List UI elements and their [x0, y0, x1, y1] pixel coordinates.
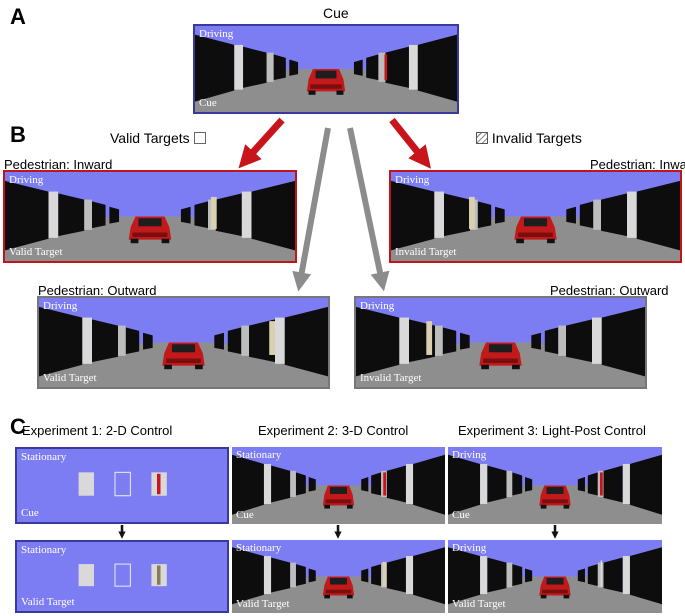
cue-title: Cue	[323, 5, 349, 21]
scene-top-label: Driving	[360, 300, 395, 312]
scene-bottom-label: Valid Target	[236, 598, 290, 610]
exp2-target-scene: Stationary Valid Target	[232, 540, 445, 613]
scene-top-label: Driving	[43, 300, 78, 312]
pedestrian-figure	[157, 565, 161, 585]
scene-top-label: Stationary	[21, 544, 67, 556]
road-scene-image	[195, 26, 457, 112]
scene-bottom-label: Valid Target	[9, 246, 63, 258]
red-cue-bar	[157, 473, 161, 495]
experiment-title: Experiment 1: 2-D Control	[22, 423, 173, 438]
red-cue-bar	[383, 472, 387, 496]
pedestrian-figure	[210, 196, 217, 229]
scene-caption: Pedestrian: Outward	[38, 283, 157, 298]
exp2-cue-scene: Stationary Cue	[232, 447, 445, 524]
scene-bottom-label: Cue	[236, 509, 254, 521]
exp1-target-scene: Stationary Valid Target	[15, 540, 229, 613]
scene-bottom-label: Cue	[21, 507, 39, 519]
scene-caption: Pedestrian: Inward	[590, 157, 685, 172]
experiment-title: Experiment 2: 3-D Control	[258, 423, 409, 438]
scene-top-label: Driving	[452, 542, 487, 554]
scene-top-label: Driving	[9, 174, 44, 186]
scene-caption: Pedestrian: Outward	[550, 283, 669, 298]
valid-outward-scene: Driving Valid Target	[37, 296, 330, 389]
legend-invalid-label: Invalid Targets	[491, 130, 582, 146]
experiment-title: Experiment 3: Light-Post Control	[458, 423, 646, 438]
empty-square-icon	[193, 132, 206, 144]
exp3-target-scene: Driving Valid Target	[448, 540, 662, 613]
arrow-valid-inward	[238, 117, 285, 169]
scene-bottom-label: Cue	[199, 97, 217, 109]
scene-bottom-label: Cue	[452, 509, 470, 521]
exp3-cue-scene: Driving Cue	[448, 447, 662, 524]
hatched-square-icon	[476, 132, 488, 144]
legend-valid: Valid Targets	[110, 130, 206, 146]
scene-caption: Pedestrian: Inward	[4, 157, 113, 172]
panel-label-a: A	[10, 4, 26, 29]
scene-top-label: Stationary	[21, 451, 67, 463]
pedestrian-figure	[469, 196, 475, 229]
invalid-outward-scene: Driving Invalid Target	[354, 296, 647, 389]
scene-top-label: Stationary	[236, 542, 282, 554]
scene-top-label: Driving	[452, 449, 487, 461]
legend-valid-label: Valid Targets	[110, 130, 190, 146]
pedestrian-figure	[269, 321, 276, 355]
panel-label-c: C	[10, 414, 26, 439]
scene-bottom-label: Valid Target	[452, 598, 506, 610]
arrow-invalid-outward	[347, 127, 390, 292]
pedestrian-figure	[426, 321, 433, 355]
exp1-cue-scene: Stationary Cue	[15, 447, 229, 524]
light-post	[600, 560, 603, 587]
red-cue-bar	[384, 54, 388, 81]
scene-bottom-label: Valid Target	[21, 596, 75, 608]
valid-inward-scene: Driving Valid Target	[3, 170, 297, 263]
pedestrian-figure	[382, 561, 387, 587]
scene-top-label: Driving	[199, 28, 234, 40]
panel-label-b: B	[10, 122, 26, 147]
scene-top-label: Stationary	[236, 449, 282, 461]
scene-top-label: Driving	[395, 174, 430, 186]
scene-bottom-label: Valid Target	[43, 372, 97, 384]
arrow-valid-outward	[292, 127, 331, 292]
cue-scene: Driving Cue	[193, 24, 459, 114]
scene-bottom-label: Invalid Target	[395, 246, 457, 258]
invalid-inward-scene: Driving Invalid Target	[389, 170, 682, 263]
scene-bottom-label: Invalid Target	[360, 372, 422, 384]
red-cue-bar	[599, 472, 603, 496]
legend-invalid: Invalid Targets	[476, 130, 582, 146]
arrow-invalid-inward	[389, 117, 431, 169]
